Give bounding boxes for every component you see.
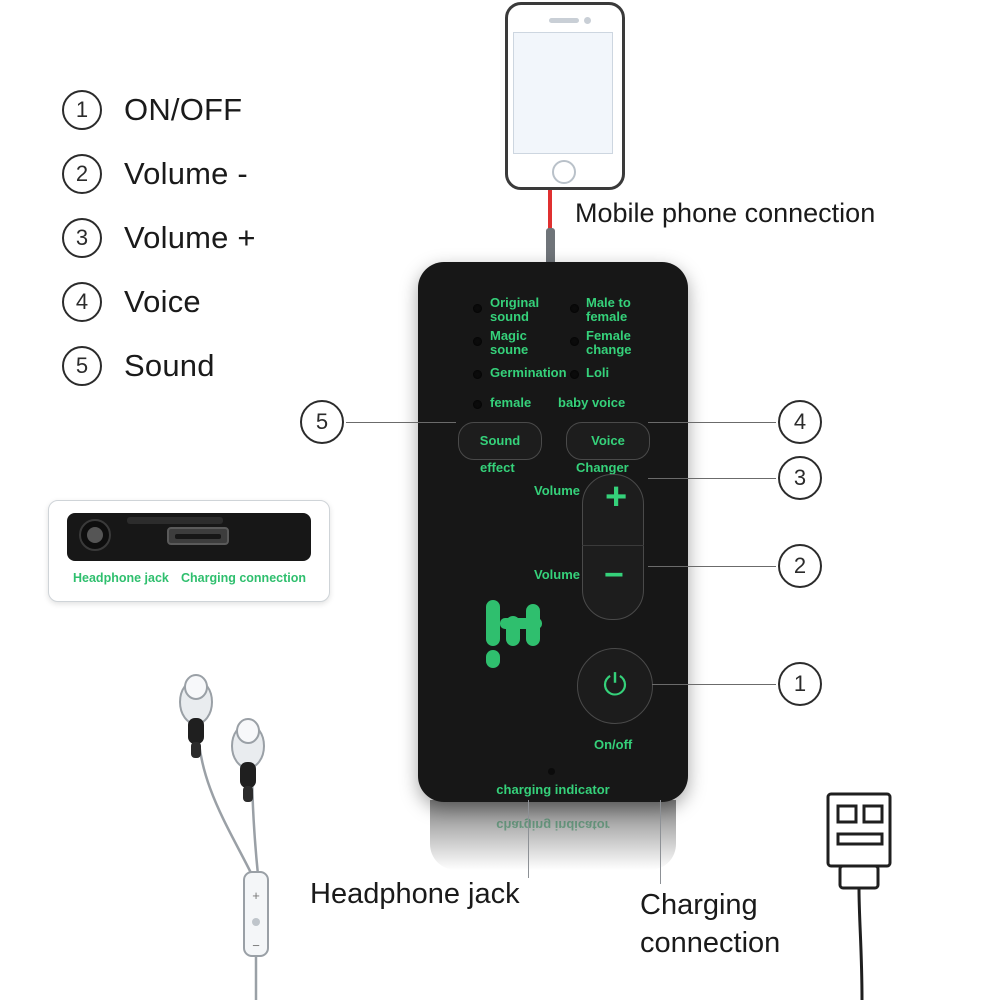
brand-logo-icon bbox=[486, 600, 542, 668]
inset-charging-connection-caption: Charging connection bbox=[181, 571, 306, 585]
led-germination bbox=[473, 370, 482, 379]
legend-label-5: Sound bbox=[124, 348, 215, 383]
led-female bbox=[473, 400, 482, 409]
volume-up-label: Volume bbox=[534, 483, 580, 498]
legend-item-1: 1 ON/OFF bbox=[62, 78, 382, 142]
phone-cable-red bbox=[548, 190, 552, 232]
ports-inset-panel: Headphone jack Charging connection bbox=[48, 500, 330, 602]
headphone-jack-caption: Headphone jack bbox=[310, 878, 520, 910]
charging-connection-caption-line2: connection bbox=[640, 927, 781, 959]
volume-rocker[interactable] bbox=[582, 474, 644, 620]
callout-leader-3 bbox=[648, 478, 776, 479]
svg-text:+: + bbox=[252, 888, 260, 903]
callout-number-5: 5 bbox=[300, 400, 344, 444]
voice-changer-sublabel: Changer bbox=[576, 460, 629, 475]
legend-label-2: Volume - bbox=[124, 156, 248, 191]
earphones-illustration: + − bbox=[179, 674, 269, 1000]
volume-down-label: Volume bbox=[534, 567, 580, 582]
sound-effect-button[interactable]: Sound bbox=[458, 422, 542, 460]
legend-number-5: 5 bbox=[62, 346, 102, 386]
mode-label-female: female bbox=[490, 395, 532, 410]
legend-label-4: Voice bbox=[124, 284, 201, 319]
sound-effect-button-label: Sound bbox=[479, 433, 521, 448]
legend-number-3: 3 bbox=[62, 218, 102, 258]
legend-number-2: 2 bbox=[62, 154, 102, 194]
legend-item-2: 2 Volume - bbox=[62, 142, 382, 206]
phone-screen bbox=[513, 32, 613, 154]
usb-cable-illustration bbox=[826, 792, 892, 1000]
mobile-phone-illustration bbox=[505, 2, 625, 192]
legend-item-4: 4 Voice bbox=[62, 270, 382, 334]
legend-item-3: 3 Volume + bbox=[62, 206, 382, 270]
callout-leader-5 bbox=[346, 422, 456, 423]
inset-headphone-jack-caption: Headphone jack bbox=[73, 571, 169, 585]
callout-leader-2 bbox=[648, 566, 776, 567]
legend-label-3: Volume + bbox=[124, 220, 256, 255]
power-button[interactable]: ⏻ bbox=[577, 648, 653, 724]
earbud-left bbox=[179, 674, 213, 758]
phone-speaker bbox=[549, 18, 579, 23]
legend-label-1: ON/OFF bbox=[124, 92, 243, 127]
legend-item-5: 5 Sound bbox=[62, 334, 382, 398]
legend-number-1: 1 bbox=[62, 90, 102, 130]
mobile-phone-connection-label: Mobile phone connection bbox=[575, 198, 876, 228]
led-baby-voice bbox=[570, 400, 579, 409]
callout-leader-4 bbox=[648, 422, 776, 423]
svg-text:−: − bbox=[252, 938, 260, 953]
phone-camera-icon bbox=[584, 17, 591, 24]
led-female-change bbox=[570, 337, 579, 346]
phone-home-button bbox=[552, 160, 576, 184]
earbud-right bbox=[231, 718, 265, 802]
led-magic-sound bbox=[473, 337, 482, 346]
sound-effect-sublabel: effect bbox=[480, 460, 515, 475]
callout-number-4: 4 bbox=[778, 400, 822, 444]
led-male-to-female bbox=[570, 304, 579, 313]
earphone-inline-remote: + − bbox=[243, 871, 269, 957]
inset-top-strip bbox=[127, 517, 223, 524]
voice-changer-button-label: Voice bbox=[591, 433, 625, 448]
mode-label-loli: Loli bbox=[586, 365, 610, 380]
charging-connection-caption-line1: Charging bbox=[640, 889, 758, 921]
led-original-sound bbox=[473, 304, 482, 313]
charging-indicator-label-reflection: charging indicator bbox=[496, 818, 610, 833]
charging-connection-caption: Charging connection bbox=[640, 886, 870, 962]
mode-label-germination: Germination bbox=[490, 365, 567, 380]
callout-leader-1 bbox=[652, 684, 776, 685]
power-button-label: On/off bbox=[594, 737, 633, 752]
legend-number-4: 4 bbox=[62, 282, 102, 322]
callout-number-1: 1 bbox=[778, 662, 822, 706]
charging-indicator-label: charging indicator bbox=[496, 782, 610, 797]
charging-caption-leader bbox=[660, 800, 661, 884]
charging-indicator-led bbox=[548, 768, 555, 775]
micro-usb-port bbox=[167, 527, 229, 545]
led-loli bbox=[570, 370, 579, 379]
headphone-caption-leader bbox=[528, 800, 529, 878]
callout-number-2: 2 bbox=[778, 544, 822, 588]
headphone-jack-hole bbox=[87, 527, 103, 543]
power-icon: ⏻ bbox=[603, 669, 627, 702]
volume-down-button[interactable]: − bbox=[604, 556, 624, 594]
mode-label-baby-voice: baby voice bbox=[558, 395, 626, 410]
callout-number-3: 3 bbox=[778, 456, 822, 500]
device-reflection bbox=[430, 800, 676, 870]
legend-list: 1 ON/OFF 2 Volume - 3 Volume + 4 Voice 5… bbox=[62, 78, 382, 398]
volume-up-button[interactable]: + bbox=[605, 476, 628, 518]
voice-changer-button[interactable]: Voice bbox=[566, 422, 650, 460]
phone-cable-plug bbox=[546, 228, 555, 272]
